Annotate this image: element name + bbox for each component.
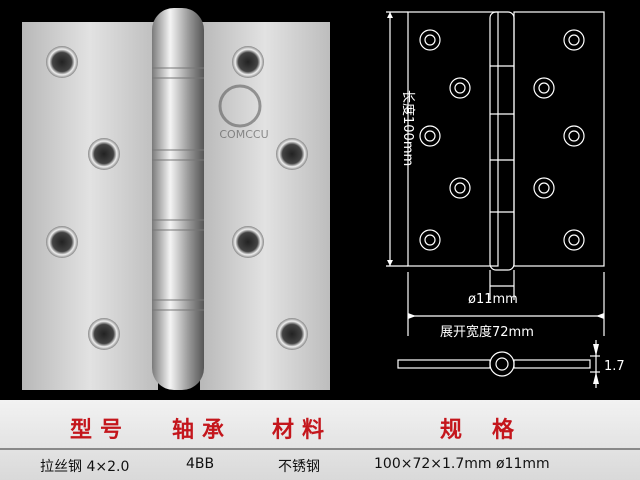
technical-drawing: 长度100mm ø11mm 展开宽度72mm 1.7 — [386, 11, 625, 388]
thickness-label: 1.7 — [604, 359, 625, 374]
value-spec: 100×72×1.7mm ø11mm — [374, 456, 550, 472]
header-bearing: 轴承 — [172, 418, 233, 443]
right-leaf — [200, 22, 330, 390]
brand-logo: COMCCU — [218, 84, 269, 141]
header-model: 型号 — [70, 418, 131, 443]
drawing-holes — [419, 29, 585, 251]
drawing-right-leaf — [513, 11, 605, 267]
screw-holes — [46, 46, 308, 350]
value-material: 不锈钢 — [278, 459, 320, 475]
hinge-barrel — [152, 8, 204, 390]
value-bearing: 4BB — [186, 456, 215, 472]
value-model: 拉丝钢 4×2.0 — [40, 459, 130, 475]
drawing-barrel — [489, 11, 515, 271]
drawing-left-leaf — [407, 11, 499, 267]
spec-table: 型号 轴承 材料 规格 拉丝钢 4×2.0 4BB 不锈钢 100×72×1.7… — [0, 400, 640, 480]
width-label: 展开宽度72mm — [440, 324, 534, 340]
side-view-right — [513, 359, 591, 369]
side-view-left — [397, 359, 491, 369]
header-material: 材料 — [272, 418, 333, 443]
header-spec: 规格 — [440, 418, 545, 443]
table-divider — [0, 448, 640, 450]
pin-diameter-label: ø11mm — [468, 292, 518, 307]
length-label: 长度100mm — [400, 90, 416, 166]
svg-text:COMCCU: COMCCU — [219, 128, 268, 141]
hinge-photo: COMCCU — [22, 8, 330, 390]
